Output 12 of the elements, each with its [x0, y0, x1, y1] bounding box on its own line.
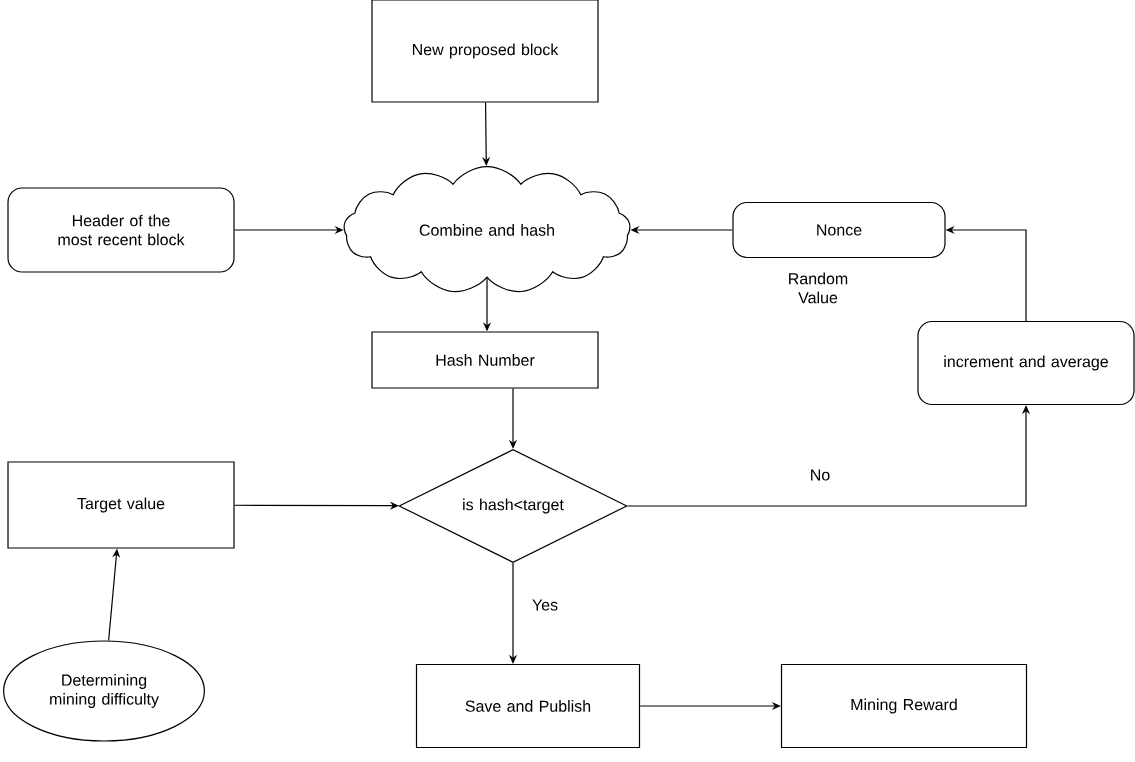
edge-label: Yes: [530, 598, 560, 612]
process-box: Hash Number: [371, 331, 599, 389]
note-label: Random Value: [789, 272, 848, 304]
rounded-box: Nonce: [732, 201, 946, 259]
rounded-box: Header of the most recent block: [7, 187, 235, 273]
rounded-box: increment and average: [917, 320, 1135, 406]
process-box: New proposed block: [371, 0, 599, 103]
ellipse-node: Determining mining difficulty: [3, 640, 205, 742]
process-box: Save and Publish: [415, 663, 641, 749]
process-box: Target value: [7, 461, 235, 549]
edge-label: No: [808, 468, 832, 482]
process-box: Mining Reward: [780, 663, 1028, 749]
